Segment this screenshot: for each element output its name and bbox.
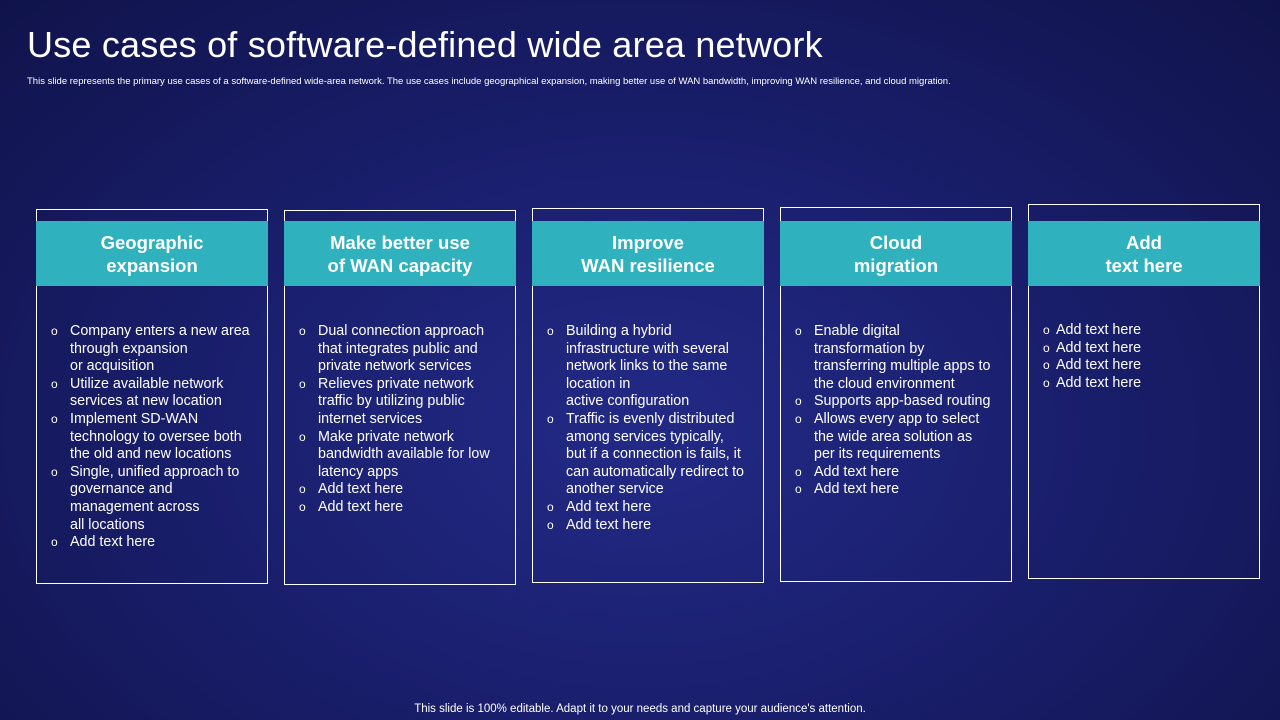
list-item: Relieves private network traffic by util… [285,376,515,429]
bullet-list: Building a hybrid infrastructure with se… [533,323,763,534]
list-item: Make private network bandwidth available… [285,429,515,482]
card-header: Add text here [1028,221,1260,286]
list-item: Building a hybrid infrastructure with se… [533,323,763,411]
list-item: Add text here [1029,375,1259,393]
list-item: Add text here [1029,357,1259,375]
list-item: Add text here [1029,322,1259,340]
card-heading: Cloud migration [853,231,939,276]
use-case-card-wan-resilience: Improve WAN resilience Building a hybrid… [532,208,764,583]
use-case-card-geographic-expansion: Geographic expansion Company enters a ne… [36,209,268,584]
bullet-list: Company enters a new area through expans… [37,323,267,552]
card-header: Cloud migration [780,221,1012,286]
card-header: Geographic expansion [36,221,268,286]
list-item: Company enters a new area through expans… [37,323,267,376]
use-case-card-wan-capacity: Make better use of WAN capacity Dual con… [284,210,516,585]
slide-subtitle: This slide represents the primary use ca… [27,76,951,87]
slide-footer: This slide is 100% editable. Adapt it to… [414,703,866,715]
list-item: Add text here [533,517,763,535]
list-item: Dual connection approach that integrates… [285,323,515,376]
card-header: Make better use of WAN capacity [284,221,516,286]
list-item: Add text here [37,534,267,552]
bullet-list: Add text here Add text here Add text her… [1029,322,1259,392]
list-item: Add text here [1029,340,1259,358]
list-item: Traffic is evenly distributed among serv… [533,411,763,499]
list-item: Enable digital transformation by transfe… [781,323,1011,393]
card-heading: Add text here [1105,231,1183,276]
slide-title: Use cases of software-defined wide area … [27,24,823,65]
list-item: Add text here [285,499,515,517]
list-item: Add text here [781,481,1011,499]
bullet-list: Dual connection approach that integrates… [285,323,515,517]
use-case-card-add-text: Add text here Add text here Add text her… [1028,204,1260,579]
card-heading: Improve WAN resilience [581,231,715,276]
card-heading: Make better use of WAN capacity [327,231,473,276]
list-item: Allows every app to select the wide area… [781,411,1011,464]
card-header: Improve WAN resilience [532,221,764,286]
list-item: Utilize available network services at ne… [37,376,267,411]
list-item: Add text here [533,499,763,517]
card-heading: Geographic expansion [100,231,204,276]
list-item: Single, unified approach to governance a… [37,464,267,534]
list-item: Supports app-based routing [781,393,1011,411]
list-item: Add text here [285,481,515,499]
list-item: Implement SD-WAN technology to oversee b… [37,411,267,464]
use-case-card-cloud-migration: Cloud migration Enable digital transform… [780,207,1012,582]
bullet-list: Enable digital transformation by transfe… [781,323,1011,499]
list-item: Add text here [781,464,1011,482]
